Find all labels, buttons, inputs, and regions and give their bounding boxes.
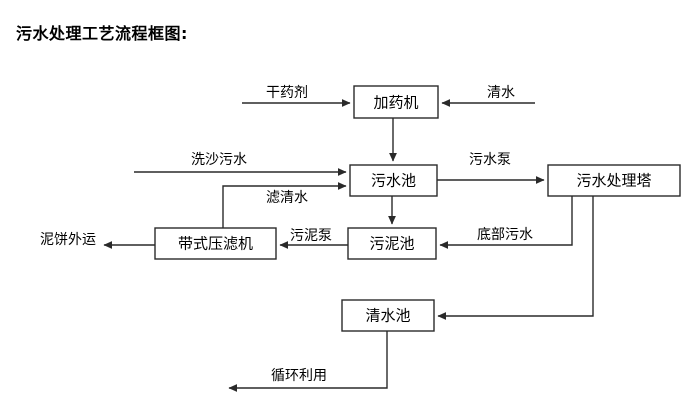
node-treatment-tower-label: 污水处理塔 (576, 172, 651, 190)
edge-label-bottom-sewage: 底部污水 (477, 227, 533, 243)
node-sewage-pool[interactable]: 污水池 (349, 164, 438, 197)
node-sewage-pool-rect (349, 164, 438, 197)
node-treatment-tower[interactable]: 污水处理塔 (547, 164, 681, 197)
edge-label-sand-wash-sewage: 洗沙污水 (191, 152, 247, 168)
node-belt-filter-press[interactable]: 带式压滤机 (154, 227, 277, 260)
edge-label-dry-agent: 干药剂 (266, 85, 308, 101)
node-treatment-tower-rect (547, 164, 681, 197)
node-clear-water-pool-label: 清水池 (365, 307, 410, 325)
node-sludge-pool[interactable]: 污泥池 (347, 227, 437, 260)
edge-label-filtrate: 滤清水 (266, 190, 308, 206)
node-clear-water-pool[interactable]: 清水池 (341, 299, 435, 332)
edge-clear-to-recycle (228, 331, 388, 392)
edge-layer (103, 99, 594, 392)
label-layer: 干药剂 清水 洗沙污水 滤清水 污水泵 污泥泵 底部污水 循环利用 泥饼外运 (40, 85, 533, 384)
edge-label-sewage-pump: 污水泵 (469, 152, 511, 168)
edge-tower-bottom-to-sludge (439, 196, 573, 249)
edge-tower-to-clear (437, 196, 594, 320)
node-sludge-pool-rect (347, 227, 437, 260)
node-dosing-label: 加药机 (373, 94, 418, 112)
edge-label-recycle: 循环利用 (271, 368, 327, 384)
node-sludge-pool-label: 污泥池 (369, 235, 414, 253)
node-dosing[interactable]: 加药机 (353, 85, 439, 119)
node-sewage-pool-label: 污水池 (371, 172, 416, 190)
node-clear-water-pool-rect (341, 299, 435, 332)
terminal-label-cake-out: 泥饼外运 (40, 232, 96, 248)
edge-label-clean-water: 清水 (487, 85, 515, 101)
edge-label-sludge-pump: 污泥泵 (290, 228, 332, 244)
edge-filtrate-to-sewage (222, 182, 347, 228)
node-belt-filter-press-rect (154, 227, 277, 260)
node-dosing-rect (353, 85, 439, 119)
node-belt-filter-press-label: 带式压滤机 (178, 235, 253, 253)
page-title: 污水处理工艺流程框图: (16, 24, 188, 43)
node-layer: 加药机 污水池 污水处理塔 带式压滤机 污泥池 清水池 (154, 85, 681, 332)
